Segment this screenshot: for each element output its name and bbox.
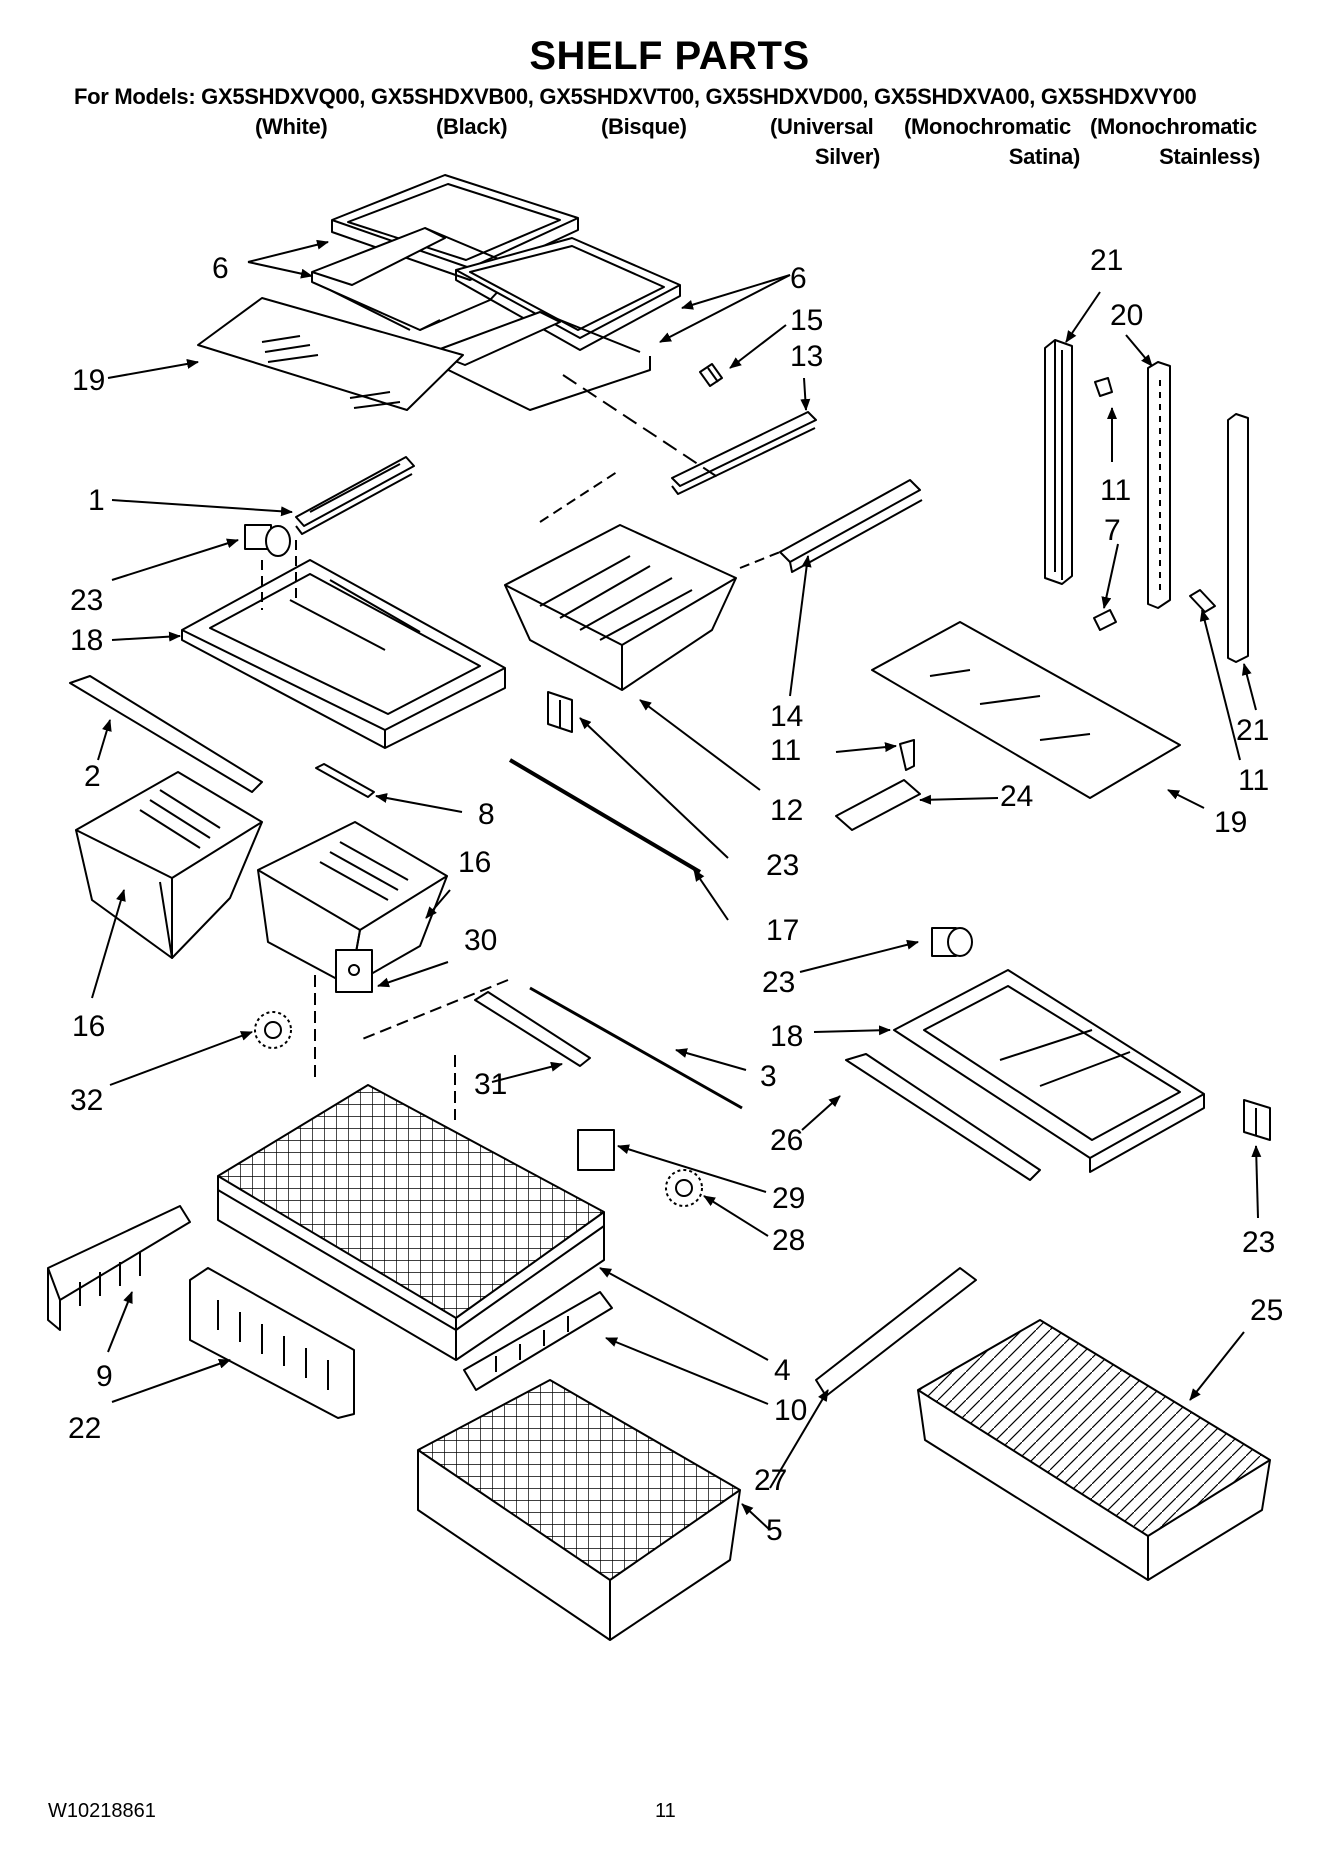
callout-7: 7: [1104, 514, 1121, 547]
leader-lines: [91, 239, 1262, 1531]
part-14-slide-rail: [739, 479, 923, 573]
part-3-rod: [529, 986, 743, 1110]
color-universal-label-1: (Universal: [770, 114, 874, 139]
page-number: 11: [655, 1800, 676, 1822]
callout-23: 23: [762, 966, 795, 999]
part-17-rod: [508, 758, 702, 874]
callout-11: 11: [770, 734, 801, 767]
callout-28: 28: [772, 1224, 805, 1257]
part-25-pan: [917, 1319, 1271, 1581]
part-30-plate: [335, 949, 373, 993]
part-2-front-rail: [69, 675, 263, 793]
part-26-front-rail: [845, 1053, 1041, 1181]
part-23-bumper-mid: [547, 691, 573, 733]
part-31-lever: [474, 991, 591, 1067]
callout-9: 9: [96, 1360, 113, 1393]
color-bisque-label: (Bisque): [601, 114, 687, 139]
part-28-gear: [665, 1169, 703, 1207]
part-23-bumper-right-top: [931, 927, 973, 957]
part-22-divider: [189, 1267, 355, 1419]
callout-23: 23: [70, 584, 103, 617]
color-black-label: (Black): [436, 114, 508, 139]
doc-number: W10218861: [48, 1800, 156, 1822]
callout-13: 13: [790, 340, 823, 373]
callout-22: 22: [68, 1412, 101, 1445]
callout-4: 4: [774, 1354, 791, 1387]
part-6-shelf-frame-right: [431, 237, 681, 411]
part-9-divider: [47, 1205, 191, 1331]
callout-1: 1: [88, 484, 105, 517]
part-32-gear: [254, 1011, 292, 1049]
callout-14: 14: [770, 700, 803, 733]
part-20-ladder-mid: [1147, 361, 1171, 609]
callout-18: 18: [70, 624, 103, 657]
part-12-pan: [504, 469, 737, 691]
part-15-screw: [699, 363, 723, 387]
callout-23: 23: [766, 849, 799, 882]
callout-6: 6: [790, 262, 807, 295]
callout-5: 5: [766, 1514, 783, 1547]
part-11-screw-right: [1189, 589, 1216, 613]
part-4-wire-basket: [217, 1084, 605, 1361]
callout-32: 32: [70, 1084, 103, 1117]
callout-2: 2: [84, 760, 101, 793]
callout-26: 26: [770, 1124, 803, 1157]
callout-20: 20: [1110, 299, 1143, 332]
part-16-crisper-left: [75, 771, 263, 959]
part-21-ladder-left: [1044, 339, 1073, 585]
callout-30: 30: [464, 924, 497, 957]
callout-21: 21: [1236, 714, 1269, 747]
callout-12: 12: [770, 794, 803, 827]
models-line: For Models: GX5SHDXVQ00, GX5SHDXVB00, GX…: [74, 84, 1197, 109]
color-mono-satina-label-1: (Monochromatic: [904, 114, 1071, 139]
callout-3: 3: [760, 1060, 777, 1093]
callout-29: 29: [772, 1182, 805, 1215]
part-24-bracket: [835, 779, 921, 831]
part-23-bumper-upper: [244, 524, 291, 557]
part-11-screw-upper: [1094, 377, 1113, 397]
part-23-bumper-right-bottom: [1243, 1099, 1271, 1141]
callout-16: 16: [458, 846, 491, 879]
callout-19: 19: [72, 364, 105, 397]
color-mono-stainless-label-2: Stainless): [1159, 144, 1260, 169]
part-13-rail: [671, 411, 817, 495]
page-title: SHELF PARTS: [529, 34, 810, 78]
part-18-crisper-cover-left: [181, 540, 506, 749]
part-19-glass-shelf-right: [871, 621, 1181, 799]
callout-24: 24: [1000, 780, 1033, 813]
part-6-shelf-frame-upper: [311, 174, 579, 331]
callout-31: 31: [474, 1068, 507, 1101]
callout-23: 23: [1242, 1226, 1275, 1259]
color-universal-label-2: Silver): [814, 144, 880, 169]
part-29-plate: [577, 1129, 615, 1171]
part-11-screw-mid: [899, 739, 915, 771]
part-10-divider: [463, 1291, 613, 1391]
callout-10: 10: [774, 1394, 807, 1427]
color-mono-satina-label-2: Satina): [1008, 144, 1081, 169]
part-7-screw: [1093, 609, 1117, 631]
part-8-clip: [315, 763, 375, 798]
callout-19: 19: [1214, 806, 1247, 839]
callout-25: 25: [1250, 1294, 1283, 1327]
part-19-glass-shelf-left: [197, 297, 464, 411]
part-21-ladder-right: [1227, 413, 1249, 663]
callout-21: 21: [1090, 244, 1123, 277]
part-5-wire-basket: [417, 1379, 741, 1641]
callout-15: 15: [790, 304, 823, 337]
color-white-label: (White): [255, 114, 328, 139]
callout-6: 6: [212, 252, 229, 285]
callout-16: 16: [72, 1010, 105, 1043]
callout-18: 18: [770, 1020, 803, 1053]
callout-11: 11: [1238, 764, 1269, 797]
color-mono-stainless-label-1: (Monochromatic: [1090, 114, 1257, 139]
part-18-crisper-cover-right: [893, 969, 1205, 1173]
part-1-rail: [295, 456, 415, 535]
callout-27: 27: [754, 1464, 787, 1497]
callout-17: 17: [766, 914, 799, 947]
callout-8: 8: [478, 798, 495, 831]
callout-11: 11: [1100, 474, 1131, 507]
